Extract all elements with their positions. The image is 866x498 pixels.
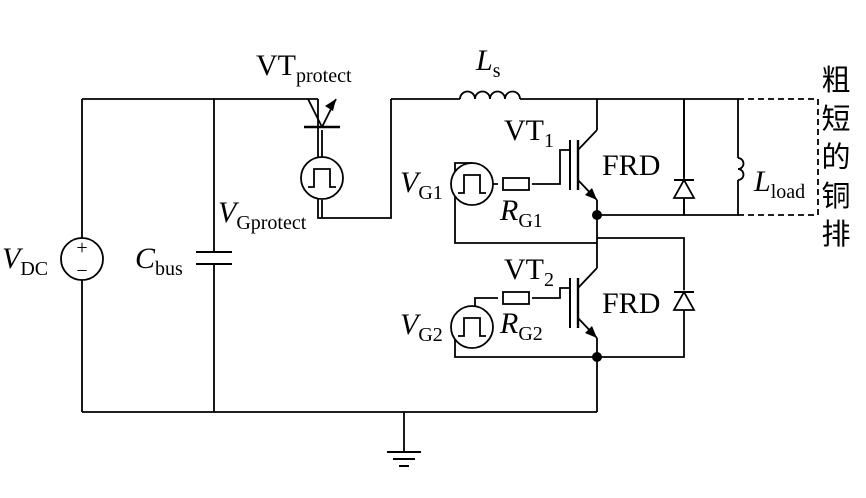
gate-resistor-upper <box>502 177 530 191</box>
gate-pulse-source-lower-icon <box>450 305 494 349</box>
igbt-lower-symbol <box>569 267 598 339</box>
load-inductor-symbol <box>737 157 745 181</box>
svg-text:铜: 铜 <box>821 179 850 213</box>
gate-resistor-lower <box>502 291 530 305</box>
gate-pulse-source-upper-icon <box>450 162 494 206</box>
capacitor-symbol <box>196 251 232 265</box>
diode-upper-icon <box>672 178 696 199</box>
lload-label: Lload <box>753 165 805 203</box>
svg-text:短: 短 <box>821 102 850 136</box>
ground-icon <box>387 451 421 467</box>
junction-dot <box>592 210 602 220</box>
vt-protect-label: VTprotect <box>256 49 352 87</box>
vgprotect-label: VGprotect <box>218 196 307 234</box>
frd1-label: FRD <box>602 149 660 182</box>
igbt-upper-symbol <box>569 129 598 201</box>
copper-bar-outline <box>738 98 819 216</box>
svg-text:+: + <box>76 237 87 259</box>
svg-text:排: 排 <box>821 217 850 251</box>
svg-text:粗: 粗 <box>821 63 850 97</box>
stray-inductor-symbol <box>459 90 521 100</box>
svg-text:−: − <box>76 260 87 282</box>
protect-pulse-source-icon <box>300 156 344 200</box>
protect-transistor-symbol <box>304 98 340 129</box>
vt2-label: VT2 <box>504 253 554 291</box>
svg-text:的: 的 <box>821 140 850 174</box>
vg1-label: VG1 <box>400 166 443 204</box>
wires <box>81 98 739 452</box>
cbus-label: Cbus <box>135 242 183 280</box>
vg2-label: VG2 <box>400 308 443 346</box>
diode-lower-icon <box>672 290 696 311</box>
rg2-label: RG2 <box>499 307 543 345</box>
rg1-label: RG1 <box>499 194 543 232</box>
frd2-label: FRD <box>602 287 660 320</box>
junction-dot <box>592 352 602 362</box>
ls-label: Ls <box>475 44 501 82</box>
copper-bar-caption: 粗 短 的 铜 排 <box>821 63 850 251</box>
dc-source-symbol: + − <box>60 237 104 282</box>
vt1-label: VT1 <box>504 114 554 152</box>
vdc-label: VDC <box>2 242 48 280</box>
